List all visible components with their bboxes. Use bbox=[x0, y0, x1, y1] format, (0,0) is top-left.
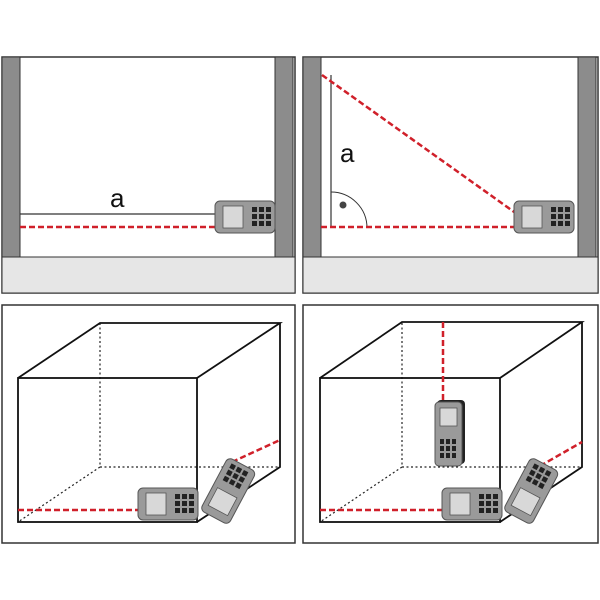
laser-device-icon bbox=[434, 399, 466, 467]
height-label: a bbox=[340, 138, 355, 168]
laser-beam-diagonal bbox=[321, 73, 518, 216]
panel-horizontal-distance: a bbox=[1, 56, 296, 294]
left-wall bbox=[1, 56, 21, 258]
laser-device-icon bbox=[441, 487, 503, 521]
laser-beam-width bbox=[539, 440, 583, 468]
laser-device-icon bbox=[513, 200, 575, 234]
panel-volume-measurement bbox=[302, 304, 599, 544]
right-wall bbox=[577, 56, 597, 258]
laser-device-icon bbox=[214, 200, 276, 234]
floor bbox=[302, 256, 599, 294]
panel-pythagoras-height: a bbox=[302, 56, 599, 294]
left-wall bbox=[302, 56, 322, 258]
floor bbox=[1, 256, 296, 294]
laser-device-icon bbox=[137, 487, 199, 521]
right-angle-dot bbox=[339, 201, 347, 209]
right-angle-arc bbox=[330, 191, 368, 229]
panel-area-measurement bbox=[1, 304, 296, 544]
distance-label: a bbox=[110, 183, 125, 213]
right-wall bbox=[274, 56, 294, 258]
